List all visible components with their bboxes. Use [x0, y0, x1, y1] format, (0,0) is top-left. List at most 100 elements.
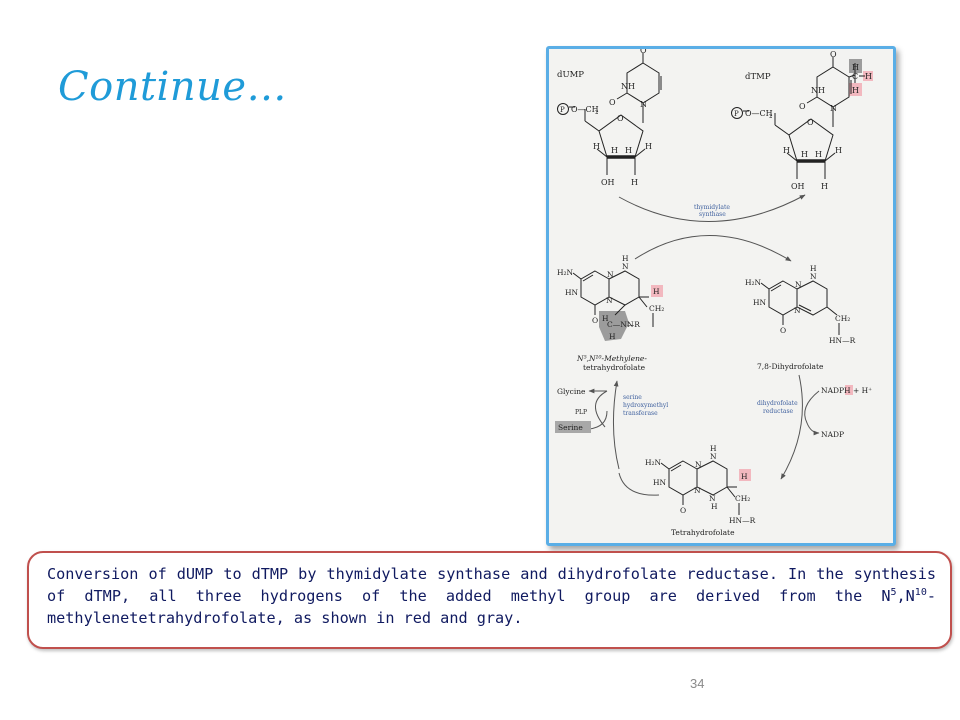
- dhf-hn: HN: [753, 298, 767, 307]
- dtmp-ch2-sub: 2: [769, 114, 773, 120]
- mthf-hn: HN: [565, 288, 579, 297]
- shmt-arrow: [612, 380, 620, 470]
- dtmp-h5: H: [821, 182, 828, 191]
- mthf-gray-highlight: [599, 311, 629, 341]
- dtmp-h2: H: [835, 146, 842, 155]
- thf-ch2: CH₂: [735, 494, 750, 503]
- dump-labels: dUMP P O—CH 2 O N NH O O H H H H OH H: [557, 49, 652, 187]
- dump-h1: H: [593, 142, 600, 151]
- dhf-n3: N: [794, 306, 801, 315]
- serine-arrow: [588, 410, 608, 430]
- dump-name: dUMP: [557, 70, 584, 80]
- nadph-red-highlight: [845, 385, 853, 395]
- dhf-h-top: H: [810, 264, 817, 273]
- mthf-structure: [572, 270, 654, 327]
- dtmp-h1: H: [783, 146, 790, 155]
- thf-n4: N: [709, 494, 716, 503]
- dtmp-methyl-h-bottom: H: [852, 86, 859, 95]
- thf-h-top: H: [710, 444, 717, 453]
- serine-gray-box: [555, 421, 591, 433]
- dhf-n2: N: [810, 272, 817, 281]
- mthf-n4: N: [627, 320, 634, 329]
- caption-part-3: -methylenetetrahydrofolate, as shown in …: [47, 587, 936, 627]
- mthf-h2n: H₂N: [557, 268, 574, 277]
- dtmp-nh: NH: [811, 86, 825, 95]
- thymidylate-cycle-diagram: dUMP P O—CH 2 O N NH O O H H H H OH H: [555, 49, 873, 537]
- mthf-o: O: [592, 316, 598, 325]
- thf-name: Tetrahydrofolate: [671, 528, 735, 537]
- thf-h-bottom: H: [711, 502, 718, 511]
- dhf-structure: [760, 280, 840, 335]
- dtmp-ring-o: O: [807, 118, 814, 127]
- ts-arc-top: [618, 194, 806, 222]
- mthf-n2: N: [622, 262, 629, 271]
- dtmp-red-highlight-bottom: [849, 83, 862, 96]
- shmt-label-3: transferase: [623, 410, 658, 417]
- caption-text: Conversion of dUMP to dTMP by thymidylat…: [47, 563, 936, 629]
- dtmp-labels: dTMP P O—CH 2 O N NH O O H C H H H H H H…: [731, 50, 872, 191]
- dtmp-n: N: [830, 104, 837, 113]
- mthf-h-gray-1: H: [602, 314, 609, 323]
- dump-o-top: O: [640, 49, 647, 55]
- glycine-label: Glycine: [557, 387, 586, 396]
- mthf-n3: N: [606, 296, 613, 305]
- mthf-red-highlight: [651, 285, 663, 297]
- mthf-labels: H₂N HN N N H N O H CH₂ C—N—R H H N N⁵,N¹…: [557, 254, 664, 372]
- serine-label: Serine: [558, 423, 583, 432]
- thf-red-highlight: [739, 469, 751, 481]
- dtmp-oh: OH: [791, 182, 805, 191]
- thf-to-shmt-arrow: [618, 472, 660, 496]
- ts-arc-bottom: [634, 235, 792, 262]
- dhf-hn-r: HN—R: [829, 336, 856, 345]
- nadph-label: NADPH + H⁺: [821, 386, 872, 395]
- mthf-ch2: CH₂: [649, 304, 664, 313]
- dump-ring-o: O: [617, 114, 624, 123]
- nadph-arrow: [804, 390, 820, 436]
- caption-box: Conversion of dUMP to dTMP by thymidylat…: [27, 551, 952, 649]
- mthf-name-1: N⁵,N¹⁰-Methylene-: [576, 354, 647, 363]
- dump-o-ch2: O—CH: [571, 105, 599, 114]
- dhf-name: 7,8-Dihydrofolate: [757, 362, 824, 371]
- shmt-label-1: serine: [623, 394, 642, 401]
- caption-sup-10: 10: [914, 586, 927, 598]
- dump-phosphate: P: [560, 106, 565, 114]
- thf-n3: N: [694, 486, 701, 495]
- page-number: 34: [690, 676, 705, 691]
- mthf-n1: N: [607, 270, 614, 279]
- dhf-n1: N: [795, 280, 802, 289]
- thf-n1: N: [695, 460, 702, 469]
- dump-h3: H: [611, 146, 618, 155]
- glycine-arrow: [595, 390, 608, 428]
- dtmp-methyl-c: C: [852, 72, 858, 81]
- caption-part-2: ,N: [896, 587, 915, 605]
- dtmp-o-top: O: [830, 50, 837, 59]
- dump-o-left: O: [609, 98, 616, 107]
- dhfr-label-1: dihydrofolate: [757, 400, 798, 407]
- mthf-h-top: H: [622, 254, 629, 263]
- thf-n2: N: [710, 452, 717, 461]
- dtmp-structure: [743, 57, 865, 179]
- thf-hn-r: HN—R: [729, 516, 756, 525]
- thf-hn: HN: [653, 478, 667, 487]
- mthf-name-2: tetrahydrofolate: [583, 363, 646, 372]
- ts-label-2: synthase: [699, 211, 726, 218]
- dump-structure: [569, 53, 662, 175]
- thf-o: O: [680, 506, 686, 515]
- dtmp-o-left: O: [799, 102, 806, 111]
- shmt-label-2: hydroxymethyl: [623, 402, 668, 409]
- dump-phosphate-circle: [557, 103, 569, 115]
- pathway-figure: dUMP P O—CH 2 O N NH O O H H H H OH H: [546, 46, 896, 546]
- dtmp-o-ch2: O—CH: [745, 109, 773, 118]
- dtmp-h3: H: [801, 150, 808, 159]
- dump-h2: H: [645, 142, 652, 151]
- dtmp-h4: H: [815, 150, 822, 159]
- caption-sup-5: 5: [890, 586, 897, 598]
- thf-h2n: H₂N: [645, 458, 662, 467]
- slide-title: Continue…: [58, 64, 288, 110]
- dtmp-name: dTMP: [745, 72, 771, 82]
- mthf-h-red: H: [653, 287, 660, 296]
- dump-ch2-sub: 2: [595, 110, 599, 116]
- dump-oh: OH: [601, 178, 615, 187]
- thf-pyrimidine-ring: [668, 460, 698, 496]
- dtmp-phosphate-circle: [731, 107, 743, 119]
